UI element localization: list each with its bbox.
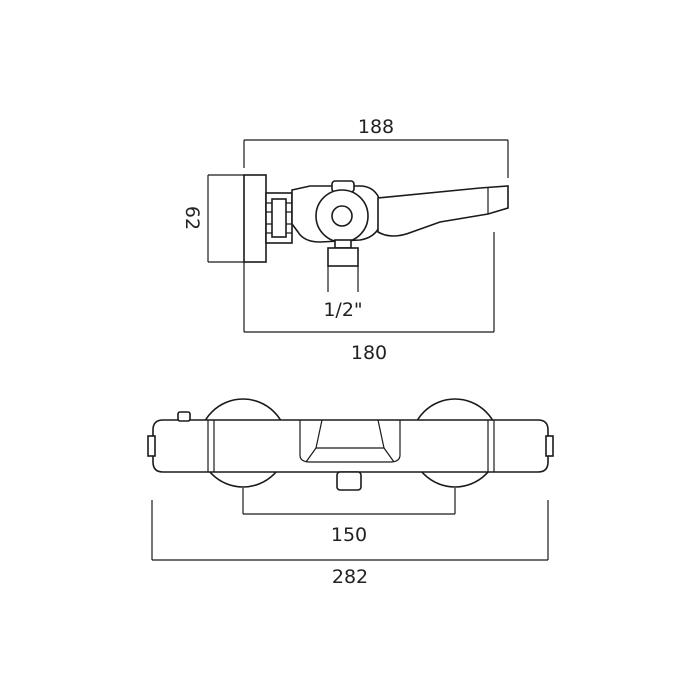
safety-button xyxy=(177,411,191,422)
outlet xyxy=(336,471,362,491)
dimension-62: 62 xyxy=(181,174,244,263)
bar-body xyxy=(147,419,554,473)
dimension-inlet: 1/2" xyxy=(323,266,363,321)
side-view: 188 62 xyxy=(181,116,509,364)
inlet-fitting xyxy=(327,239,359,267)
dimension-150: 150 xyxy=(242,488,456,546)
threaded-connector xyxy=(265,192,293,244)
knob xyxy=(315,189,369,243)
dimension-282: 282 xyxy=(151,500,549,588)
spout xyxy=(377,185,509,237)
dim-188-label: 188 xyxy=(358,116,394,138)
dim-282-label: 282 xyxy=(332,566,368,588)
dim-150-label: 150 xyxy=(331,524,367,546)
wall-plate xyxy=(243,174,267,263)
dim-62-label: 62 xyxy=(181,206,203,230)
dim-180-label: 180 xyxy=(351,342,387,364)
front-view: 150 282 xyxy=(147,398,554,588)
dimension-188: 188 xyxy=(243,116,509,178)
dim-inlet-label: 1/2" xyxy=(323,299,362,321)
dimension-180: 180 xyxy=(243,232,495,364)
